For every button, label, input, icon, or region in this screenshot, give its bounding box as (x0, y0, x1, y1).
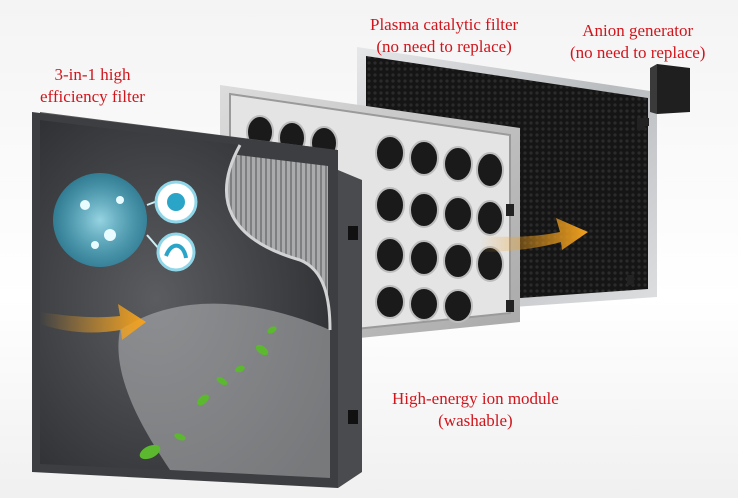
ion-module-label: High-energy ion module (washable) (392, 388, 559, 432)
ion-module-grid (246, 115, 504, 323)
ion-module-label-line2: (washable) (438, 411, 513, 430)
microbe-icon (156, 232, 196, 272)
filter-label: 3-in-1 high efficiency filter (40, 64, 145, 108)
airflow-arrow-icon (40, 304, 146, 340)
airflow-arrow-icon (480, 218, 588, 252)
anion-generator-label-line1: Anion generator (582, 21, 694, 40)
anion-generator-label-line2: (no need to replace) (570, 43, 706, 62)
plasma-filter-label-line1: Plasma catalytic filter (370, 15, 519, 34)
three-in-one-filter (32, 112, 362, 488)
virus-icon (154, 180, 198, 224)
anion-generator-label: Anion generator (no need to replace) (570, 20, 705, 64)
filter-label-line1: 3-in-1 high (54, 65, 131, 84)
filter-label-line2: efficiency filter (40, 87, 145, 106)
ion-module-label-line1: High-energy ion module (392, 389, 559, 408)
anion-generator (643, 64, 690, 126)
plasma-filter-label: Plasma catalytic filter (no need to repl… (370, 14, 518, 58)
plasma-filter-label-line2: (no need to replace) (376, 37, 512, 56)
leaf-icon (139, 326, 277, 460)
bacteria-magnifier-icon (53, 173, 161, 267)
